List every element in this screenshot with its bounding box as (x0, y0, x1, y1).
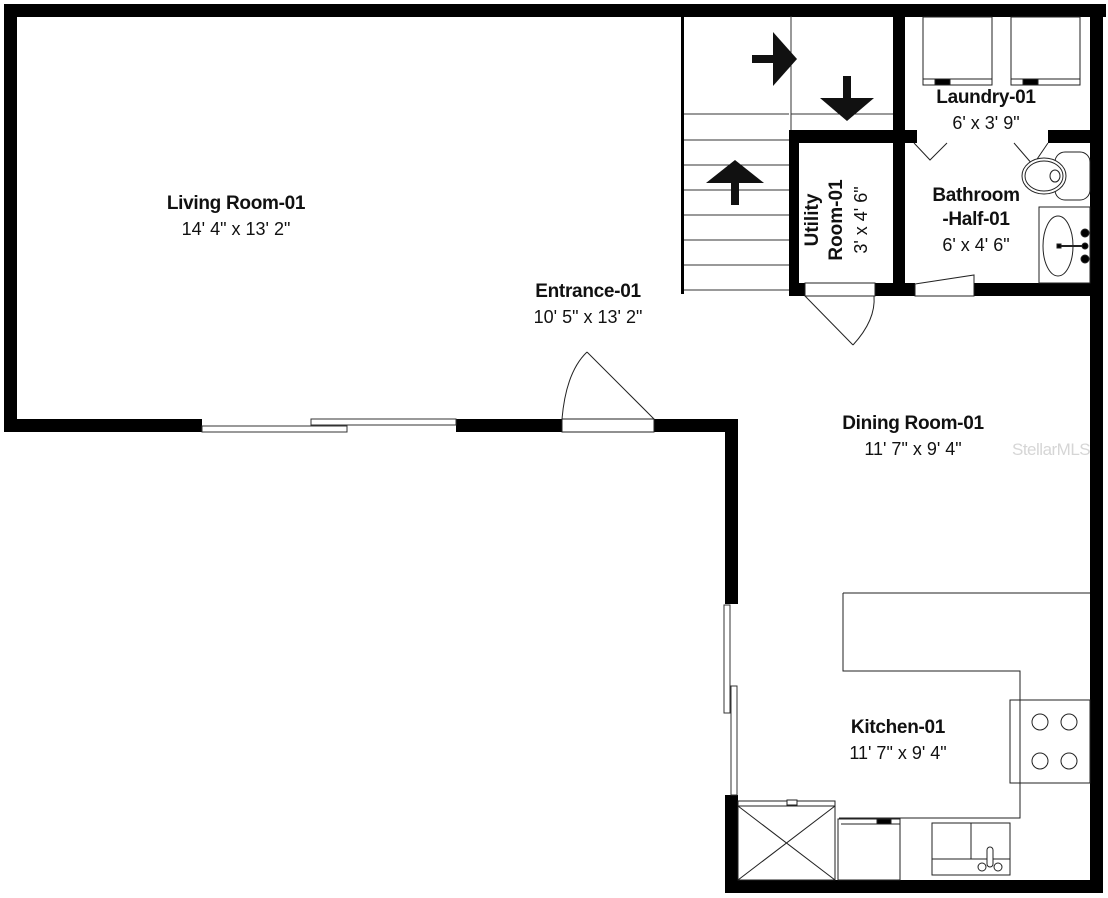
stair-arrow-icons (706, 32, 874, 205)
room-dimensions: 10' 5" x 13' 2" (533, 307, 643, 327)
entrance-door (561, 351, 655, 433)
room-name-line2: -Half-01 (942, 209, 1010, 230)
room-name-line1: Utility (802, 193, 823, 247)
room-label-utility: Utility Room-01 3' x 4' 6" (801, 165, 873, 275)
toilet-icon (1021, 151, 1091, 201)
room-label-bathroom: Bathroom -Half-01 6' x 4' 6" (932, 184, 1020, 258)
room-dimensions: 6' x 4' 6" (942, 235, 1010, 255)
room-dimensions: 11' 7" x 9' 4" (849, 743, 947, 763)
refrigerator-icon (737, 799, 836, 881)
stairs (684, 16, 893, 291)
room-dimensions: 11' 7" x 9' 4" (864, 439, 962, 459)
room-dimensions: 14' 4" x 13' 2" (181, 219, 291, 239)
kitchen-sink-icon (931, 822, 1011, 876)
dishwasher-icon (837, 818, 901, 881)
utility-door (804, 282, 876, 346)
bathroom-sink-icon (1038, 206, 1091, 284)
room-label-living-room: Living Room-01 14' 4" x 13' 2" (166, 192, 306, 242)
watermark: StellarMLS (1012, 440, 1091, 459)
room-dimensions: 3' x 4' 6" (851, 186, 871, 254)
living-sliding-door (201, 418, 457, 433)
kitchen-counter (839, 592, 1090, 819)
room-name-line2: Room-01 (826, 179, 847, 261)
room-label-entrance: Entrance-01 10' 5" x 13' 2" (534, 280, 643, 330)
walls (4, 4, 1106, 893)
room-label-kitchen: Kitchen-01 11' 7" x 9' 4" (849, 716, 946, 766)
room-name: Laundry-01 (936, 87, 1036, 108)
laundry-appliances (913, 16, 1081, 166)
bathroom-door (914, 274, 975, 297)
room-label-dining-room: Dining Room-01 11' 7" x 9' 4" (842, 412, 984, 462)
kitchen-sliding-window (723, 604, 738, 796)
room-dimensions: 6' x 3' 9" (952, 113, 1020, 133)
room-name: Entrance-01 (535, 281, 641, 302)
room-name-line1: Bathroom (932, 185, 1020, 206)
stove-icon (1009, 699, 1091, 784)
room-name: Kitchen-01 (850, 717, 946, 738)
room-name: Dining Room-01 (842, 413, 984, 434)
room-label-laundry: Laundry-01 6' x 3' 9" (936, 86, 1036, 136)
room-name: Living Room-01 (166, 193, 306, 214)
